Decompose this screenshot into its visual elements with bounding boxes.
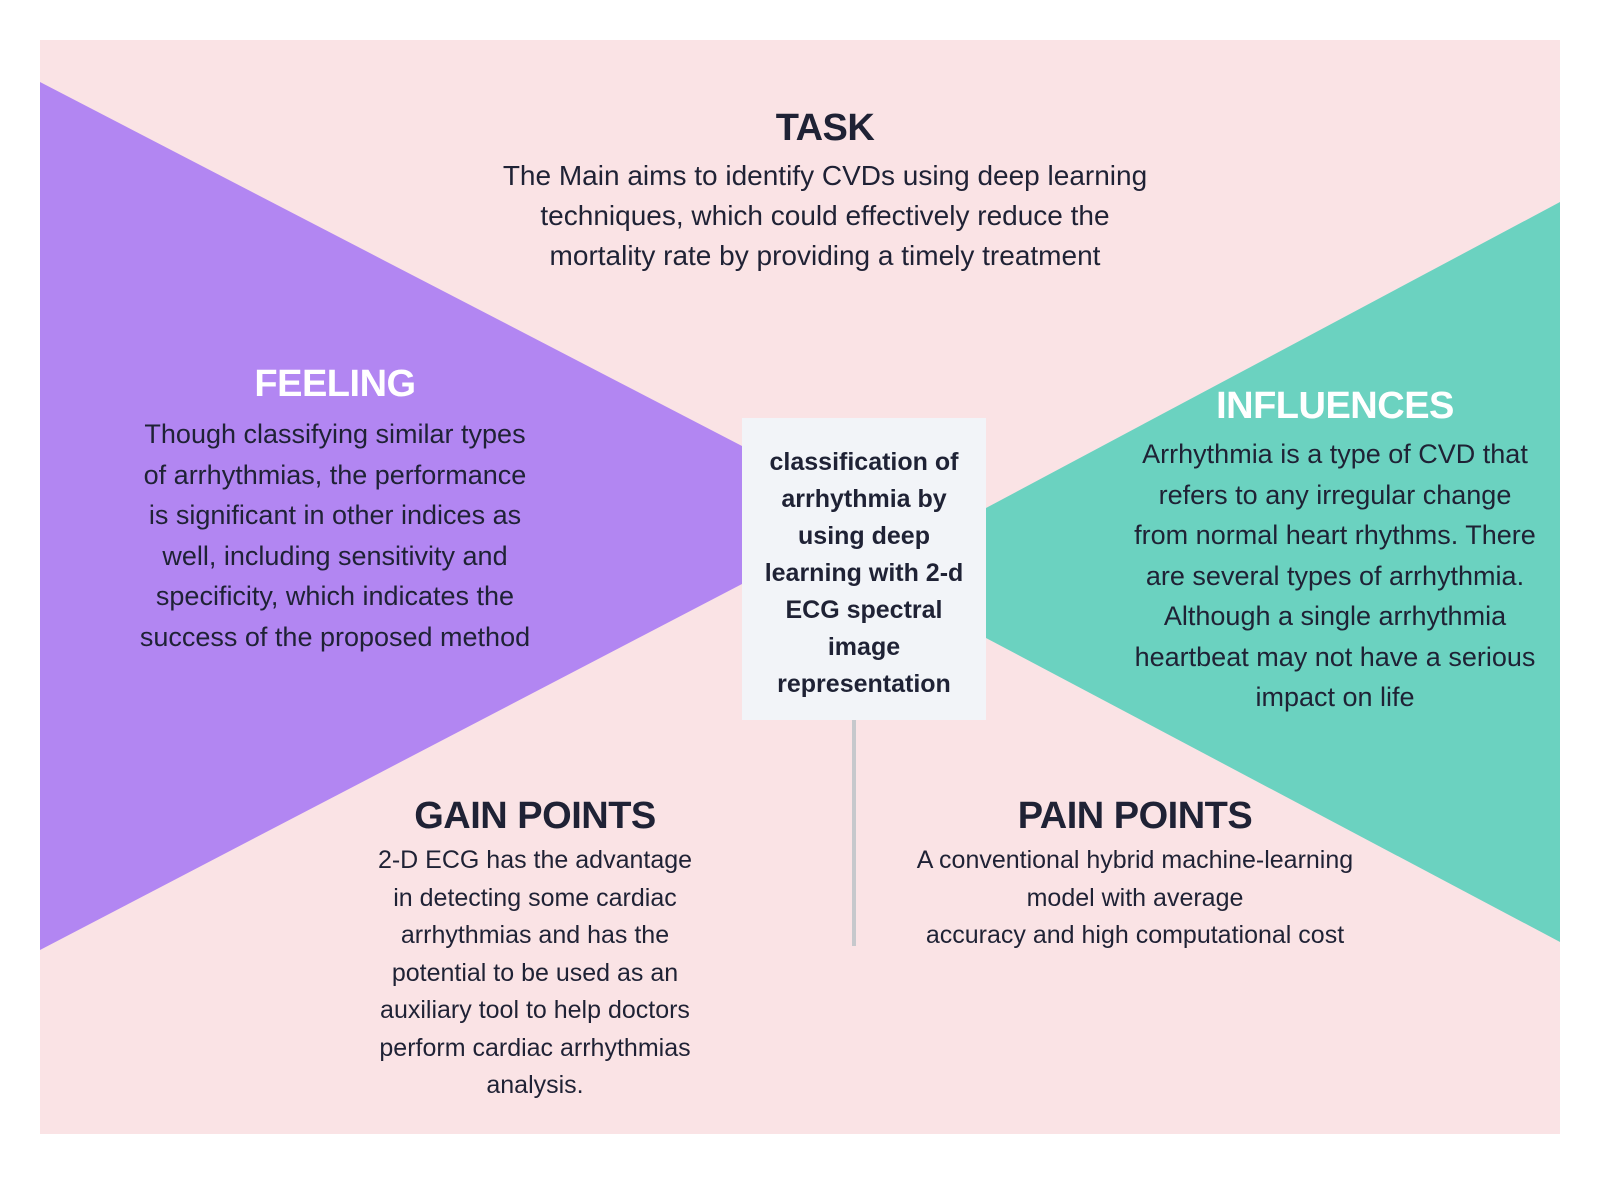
gain-points-text: 2-D ECG has the advantage in detecting s… <box>377 846 693 1099</box>
center-topic-text: classification of arrhythmia by using de… <box>764 448 964 698</box>
task-text: The Main aims to identify CVDs using dee… <box>502 160 1148 271</box>
task-title: TASK <box>775 107 875 149</box>
influences-text: Arrhythmia is a type of CVD that refers … <box>1134 439 1536 712</box>
feeling-section: FEELING Though classifying similar types… <box>95 360 575 657</box>
influences-title: INFLUENCES <box>1216 385 1454 427</box>
pain-points-section: PAIN POINTS A conventional hybrid machin… <box>870 792 1400 955</box>
task-section: TASK The Main aims to identify CVDs usin… <box>440 104 1210 276</box>
influences-triangle <box>986 202 1560 942</box>
pain-points-title: PAIN POINTS <box>1017 795 1253 837</box>
influences-section: INFLUENCES Arrhythmia is a type of CVD t… <box>1110 382 1560 718</box>
feeling-text: Though classifying similar types of arrh… <box>139 419 531 652</box>
center-topic-card: classification of arrhythmia by using de… <box>742 418 986 720</box>
pain-points-text: A conventional hybrid machine-learning m… <box>916 846 1354 949</box>
feeling-triangle <box>40 82 742 950</box>
gain-points-section: GAIN POINTS 2-D ECG has the advantage in… <box>325 792 745 1105</box>
gain-points-title: GAIN POINTS <box>414 795 656 837</box>
feeling-title: FEELING <box>254 363 416 405</box>
